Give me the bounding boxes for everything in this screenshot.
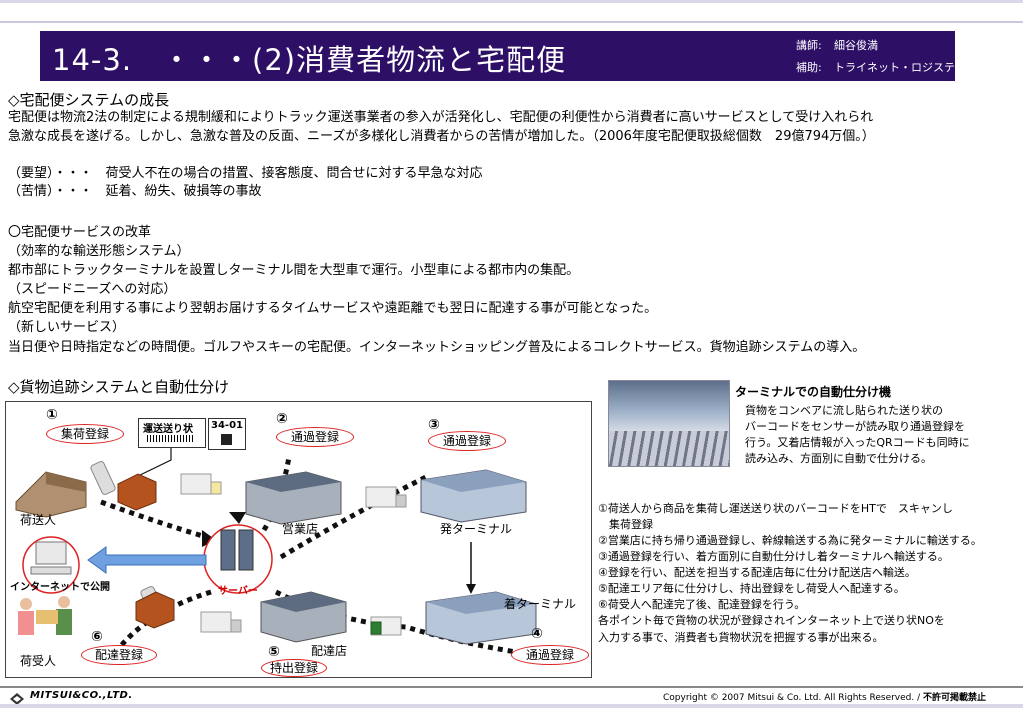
instructor-key: 講師:: [796, 39, 822, 52]
section1-heading: ◇宅配便システムの成長: [8, 91, 170, 109]
sorting-machine-photo: [608, 380, 730, 467]
section2-line-4: 航空宅配便を利用する事により翌朝お届けするタイムサービスや遠距離でも翌日に配達す…: [8, 301, 658, 316]
barcode-icon: [147, 435, 195, 442]
photo-caption-line-4: 読み込み、方面別に自動で仕分ける。: [745, 452, 932, 465]
terminal-arrowhead: [466, 584, 476, 594]
top-rule: [0, 0, 1023, 3]
step-2-number: ②: [276, 411, 288, 427]
step-5-number: ⑤: [268, 644, 280, 660]
delivery-branch-label: 配達店: [311, 644, 348, 658]
arrowhead-2: [229, 512, 246, 524]
photo-caption-line-1: 貨物をコンベアに流し貼られた送り状の: [745, 404, 943, 417]
origin-terminal-label: 発ターミナル: [440, 522, 513, 536]
mitsui-logo-text: MITSUI&CO.,LTD.: [30, 690, 133, 701]
truck-icon-3: [200, 611, 242, 633]
steps-line-9: 入力する事で、消費者も貨物状況を把握する事が出来る。: [598, 631, 884, 644]
assistant-name: トライネット・ロジスティクス: [834, 61, 988, 74]
step-4-number: ④: [531, 626, 543, 642]
parcel-box-icon-1: [117, 473, 157, 511]
instructor-line: 講師: 細谷俊満: [796, 37, 878, 53]
section2-line-1: （効率的な輸送形態システム）: [8, 244, 190, 259]
assistant-line: 補助: トライネット・ロジスティクス: [796, 59, 987, 75]
steps-line-5: ④登録を行い、配送を担当する配達店毎に仕分け配送店へ輸送。: [598, 566, 916, 579]
arrowhead-1: [202, 530, 216, 547]
steps-line-1: ①荷送人から商品を集荷し運送送り状のバーコードをHTで スキャンし: [598, 502, 953, 515]
shipper-label: 荷送人: [20, 513, 57, 527]
section1-line-2: 急激な成長を遂げる。しかし、急激な普及の反面、ニーズが多様化し消費者からの苦情が…: [8, 129, 875, 144]
steps-line-6: ⑤配達エリア毎に仕分けし、持出登録をし荷受人へ配達する。: [598, 582, 905, 595]
top-rule-2: [0, 21, 1023, 23]
branch-label: 営業店: [282, 522, 319, 536]
server-label: サーバー: [218, 586, 258, 597]
tracking-diagram: 運送送り状 34-01 ① 集荷登録 ② 通過登録 ③ 通過登録 ④ 通過登録 …: [5, 401, 592, 678]
step-6-number: ⑥: [91, 629, 103, 645]
steps-line-7: ⑥荷受人へ配達完了後、配達登録を行う。: [598, 598, 806, 611]
copyright: Copyright © 2007 Mitsui & Co. Ltd. All R…: [663, 690, 986, 703]
section2-line-5: （新しいサービス）: [8, 320, 126, 335]
slip-pointer: [135, 444, 172, 478]
parcel-box-icon-2: [135, 591, 175, 629]
computer-icon: [30, 541, 72, 575]
delivery-branch-building-icon: [260, 591, 347, 643]
qr-label: 34-01: [208, 418, 246, 450]
step-5-oval: 持出登録: [261, 659, 327, 677]
mitsui-logo-icon: [10, 690, 24, 705]
flow-arrow-1: [100, 499, 207, 540]
footer-bottom-rule: [0, 704, 1023, 708]
flow-arrow-4: [274, 589, 517, 655]
receiver-label: 荷受人: [20, 654, 57, 668]
steps-line-4: ③通過登録を行い、着方面別に自動仕分けし着ターミナルへ輸送する。: [598, 550, 949, 563]
step-3-number: ③: [428, 417, 440, 433]
shipping-slip: 運送送り状: [138, 418, 206, 448]
demands-line: （要望）・・・ 荷受人不在の場合の措置、接客態度、問合せに対する早急な対応: [8, 166, 483, 181]
diagram-graphics: [15, 444, 537, 655]
server-icon: [220, 529, 254, 571]
receiver-people-icon: [18, 596, 72, 635]
section2-line-2: 都市部にトラックターミナルを設置しターミナル間を大型車で運行。小型車による都市内…: [8, 263, 580, 278]
page-title: 14-3. ・・・(2)消費者物流と宅配便: [52, 43, 567, 77]
truck-icon-1: [180, 473, 222, 495]
shipping-slip-label: 運送送り状: [143, 424, 193, 435]
title-bar: 14-3. ・・・(2)消費者物流と宅配便 講師: 細谷俊満 補助: トライネット・…: [40, 31, 987, 81]
origin-terminal-building-icon: [420, 469, 527, 523]
shipper-warehouse-icon: [15, 471, 87, 518]
steps-line-2: 集荷登録: [598, 518, 653, 531]
handheld-terminal-icon-1: [90, 461, 116, 495]
truck-icon-4: [370, 616, 402, 636]
step-2-oval: 通過登録: [276, 427, 354, 447]
step-6-oval: 配達登録: [81, 645, 157, 665]
steps-line-3: ②営業店に持ち帰り通過登録し、幹線輸送する為に発ターミナルに輸送する。: [598, 534, 982, 547]
step-4-oval: 通過登録: [511, 645, 589, 665]
copyright-notice: 不許可掲載禁止: [923, 693, 987, 703]
photo-caption-line-2: バーコードをセンサーが読み取り通過登録を: [745, 420, 965, 433]
footer-rule: [0, 686, 1023, 688]
qr-code-icon: [221, 434, 232, 445]
section3-heading: ◇貨物追跡システムと自動仕分け: [8, 378, 230, 396]
assistant-key: 補助:: [796, 61, 822, 74]
steps-line-8: 各ポイント毎で貨物の状況が登録されインターネット上で送り状NOを: [598, 614, 945, 627]
truck-icon-2: [365, 486, 407, 508]
conveyor-graphic: [609, 431, 729, 466]
branch-building-icon: [245, 471, 342, 525]
copyright-text: Copyright © 2007 Mitsui & Co. Ltd. All R…: [663, 693, 923, 703]
instructor-name: 細谷俊満: [834, 39, 878, 52]
photo-caption-line-3: 行う。又着店情報が入ったQRコードも同時に: [745, 436, 970, 449]
step-3-oval: 通過登録: [428, 431, 506, 451]
complaints-line: （苦情）・・・ 延着、紛失、破損等の事故: [8, 184, 262, 199]
publish-arrow: [87, 546, 207, 574]
section2-heading: 〇宅配便サービスの改革: [8, 225, 152, 240]
section1-line-1: 宅配便は物流2法の制定による規制緩和によりトラック運送事業者の参入が活発化し、宅…: [8, 110, 874, 125]
section2-line-3: （スピードニーズへの対応）: [8, 282, 177, 297]
qr-label-code: 34-01: [211, 420, 243, 431]
step-1-number: ①: [46, 407, 58, 423]
photo-caption-title: ターミナルでの自動仕分け機: [735, 385, 892, 399]
section2-line-6: 当日便や日時指定などの時間便。ゴルフやスキーの宅配便。インターネットショッピング…: [8, 340, 866, 355]
dest-terminal-label: 着ターミナル: [504, 597, 577, 611]
internet-label: インターネットで公開: [10, 582, 110, 593]
step-1-oval: 集荷登録: [46, 424, 124, 444]
dest-terminal-building-icon: [425, 591, 537, 645]
